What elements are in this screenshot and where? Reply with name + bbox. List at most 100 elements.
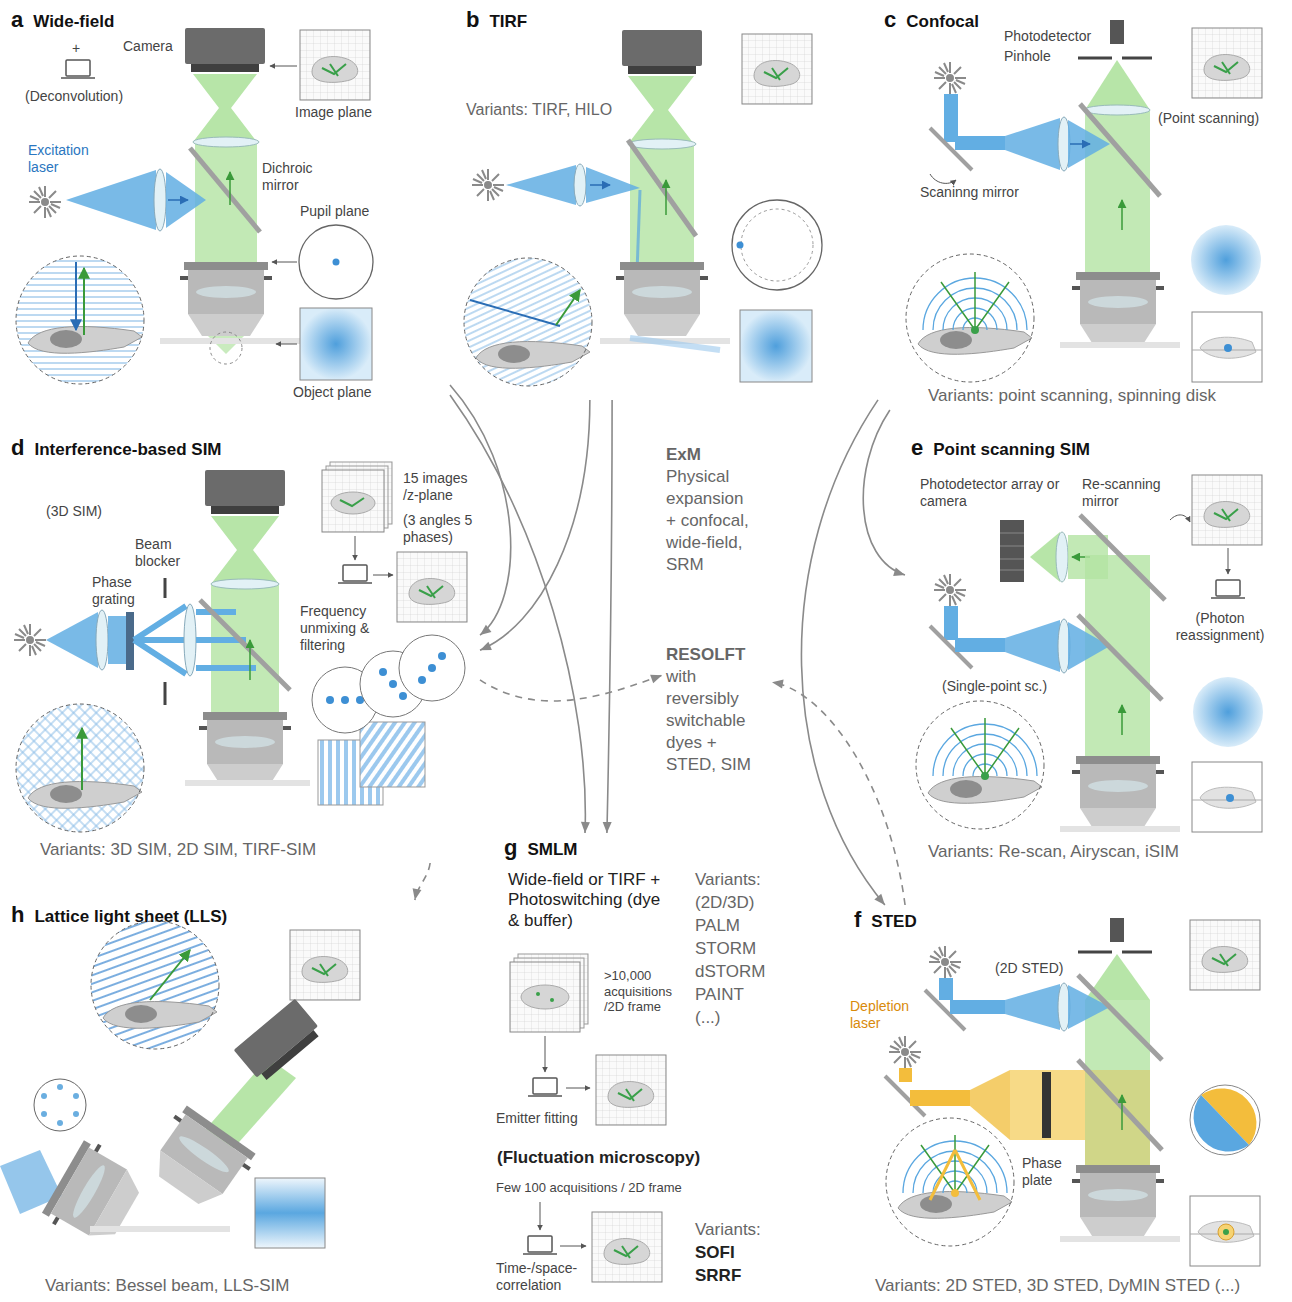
sted-illustration-part [1085, 1000, 1150, 1165]
annotation-label: (2D STED) [995, 960, 1063, 977]
tirf-illustration-part [464, 258, 592, 386]
lattice-light-sheet-illustration-part [91, 921, 219, 1049]
widefield-illustration-part [300, 30, 370, 100]
confocal-illustration-part [1072, 272, 1164, 346]
confocal-illustration-part [1192, 312, 1262, 382]
lattice-light-sheet-illustration-part [41, 1111, 47, 1117]
sim-illustration [14, 462, 467, 832]
annotation-label: Excitation laser [28, 142, 108, 176]
sted-illustration-part [886, 1118, 1014, 1246]
point-scanning-sim-illustration-part [928, 777, 1042, 804]
annotation-label: Photodetector array or camera [920, 476, 1065, 510]
sim-illustration-part [322, 470, 384, 532]
tirf-illustration-part [741, 209, 813, 281]
widefield-illustration-part [168, 199, 188, 201]
annotation-label: Camera [123, 38, 173, 55]
point-scanning-sim-illustration-part [1170, 515, 1190, 522]
derivation-arrow [603, 400, 612, 833]
widefield-illustration-part [193, 137, 259, 147]
smlm-illustration-part [592, 1212, 662, 1282]
smlm-illustration-part [536, 992, 540, 996]
annotation-label: Phase plate [1022, 1155, 1067, 1189]
sted-illustration-part [950, 1000, 1005, 1014]
confocal-illustration-part [971, 326, 979, 334]
tirf-illustration-part [742, 34, 812, 104]
sted-illustration-part [910, 1090, 970, 1106]
derivation-arrow [863, 410, 905, 576]
widefield-illustration-part [299, 225, 373, 299]
panel-title: Interference-based SIM [34, 440, 221, 459]
tirf-illustration-part [464, 258, 592, 386]
text-block: RESOLFTwith reversibly switchable dyes +… [662, 640, 772, 781]
confocal-illustration-part [955, 136, 1005, 150]
lattice-light-sheet-illustration-part-part [141, 1103, 259, 1216]
sted-illustration-part [929, 946, 961, 978]
sim-illustration-part [428, 664, 436, 672]
sted-illustration-part [1121, 1095, 1123, 1130]
sim-illustration-part [16, 704, 144, 832]
sted-illustration-part [1190, 920, 1260, 990]
widefield-illustration-part [83, 268, 85, 335]
confocal-illustration-part [1192, 28, 1262, 98]
sted-illustration-part [903, 1135, 1007, 1193]
sted-illustration-part [1060, 1236, 1180, 1242]
annotation-label: Photodetector [1004, 28, 1091, 45]
point-scanning-sim-illustration-part [955, 638, 1005, 652]
tirf-illustration-part [476, 342, 590, 369]
sim-illustration-part [134, 606, 186, 674]
widefield-illustration [16, 28, 373, 384]
tirf-illustration-part [586, 167, 640, 203]
annotation-label: Variants: point scanning, spinning disk [928, 386, 1216, 406]
sted-illustration-part [899, 1068, 912, 1082]
smlm-illustration-part [523, 1236, 557, 1254]
lattice-light-sheet-illustration-part [234, 999, 324, 1084]
widefield-illustration-part [190, 148, 260, 232]
widefield-illustration-part [154, 169, 166, 231]
annotation-label: + [72, 40, 80, 57]
sim-illustration-part [418, 676, 426, 684]
confocal-illustration-part [934, 62, 966, 94]
tirf-illustration-part [737, 242, 744, 249]
confocal-illustration-part [923, 272, 1027, 330]
panel-region: bTIRF [460, 5, 850, 400]
lattice-light-sheet-illustration-part [91, 921, 219, 1049]
tirf-illustration-part [616, 262, 708, 336]
sim-illustration-part [126, 612, 134, 670]
lattice-light-sheet-illustration-part [57, 1120, 63, 1126]
smlm-illustration-part [550, 998, 554, 1002]
tirf-illustration-part [506, 165, 576, 205]
derivation-arrow [480, 400, 590, 650]
tirf-illustration-part [628, 139, 696, 149]
confocal-illustration-part [1191, 225, 1261, 295]
panel-letter: d [11, 435, 24, 460]
widefield-illustration-part [300, 308, 372, 380]
confocal-illustration-part [1005, 118, 1060, 170]
sim-illustration-part [96, 610, 108, 670]
annotation-label: Pupil plane [300, 203, 369, 220]
tirf-illustration-part [574, 164, 586, 206]
smlm-illustration-part [528, 1078, 562, 1096]
annotation-label: Beam blocker [135, 536, 190, 570]
lattice-light-sheet-illustration-part [41, 1093, 47, 1099]
sted-illustration-part [1218, 1224, 1234, 1240]
widefield-illustration-part [210, 332, 242, 364]
method-name: ExM [666, 444, 756, 466]
lattice-light-sheet-illustration-part [141, 1103, 259, 1216]
annotation-label: Phase grating [92, 574, 147, 608]
sim-illustration-part [28, 782, 142, 809]
sim-illustration-part [46, 612, 98, 668]
annotation-label: Time-/space-correlation [496, 1260, 596, 1294]
tirf-illustration-part [732, 200, 822, 290]
confocal-illustration-part [1085, 60, 1150, 110]
point-scanning-sim-illustration-part [1192, 762, 1262, 832]
sted-illustration [885, 918, 1260, 1266]
sim-illustration-part [184, 604, 196, 676]
annotation-label: Emitter fitting [496, 1110, 578, 1127]
point-scanning-sim-illustration-part [1228, 548, 1229, 574]
tirf-illustration-part [628, 76, 694, 144]
point-scanning-sim-illustration-part [1000, 520, 1024, 582]
annotation-label: Variants: TIRF, HILO [466, 100, 612, 119]
widefield-illustration-part [195, 142, 257, 266]
annotation-label: Variants: Bessel beam, LLS-SIM [45, 1276, 289, 1296]
